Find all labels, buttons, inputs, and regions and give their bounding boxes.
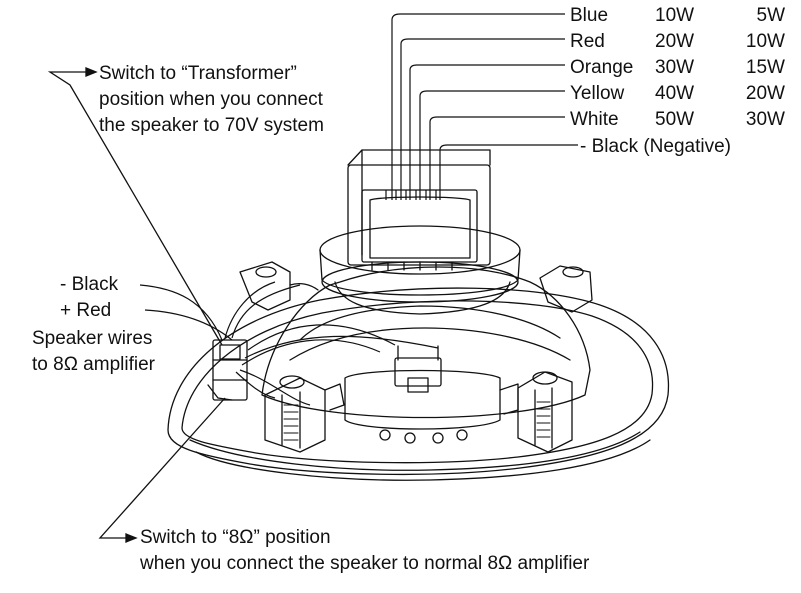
transformer-note-line3: the speaker to 70V system	[99, 115, 324, 136]
pointer-arrows	[47, 67, 226, 543]
wire-color-yellow: Yellow	[570, 83, 625, 104]
speaker-trim-ring	[167, 287, 670, 476]
side-switch	[212, 339, 248, 401]
tap1-blue: 10W	[655, 5, 695, 26]
negative-wire-label: - Black (Negative)	[580, 136, 731, 157]
mount-tab-left	[239, 261, 291, 311]
black-lead-label: - Black	[60, 274, 119, 295]
eight-ohm-note-line1: Switch to “8Ω” position	[140, 527, 331, 548]
mount-tab-right	[539, 265, 593, 313]
tap-wires	[385, 13, 578, 200]
speaker-trim-inner	[181, 300, 654, 464]
eight-ohm-note-line2: when you connect the speaker to normal 8…	[140, 553, 590, 574]
tap2-yellow: 20W	[745, 83, 785, 104]
wire-color-orange: Orange	[570, 57, 634, 78]
wire-color-blue: Blue	[570, 5, 609, 26]
wire-white	[429, 116, 565, 200]
terminal-plate	[344, 369, 501, 430]
wire-red	[400, 38, 565, 200]
mount-clamp-left	[264, 377, 326, 453]
speaker-wires-line1: Speaker wires	[32, 328, 153, 349]
transformer-pointer-line	[47, 71, 223, 346]
tap1-yellow: 40W	[655, 83, 695, 104]
transformer-note-line1: Switch to “Transformer”	[99, 63, 297, 84]
wire-color-red: Red	[570, 31, 605, 52]
transformer-body	[347, 164, 491, 266]
speaker-cone	[261, 266, 591, 419]
tap1-orange: 30W	[655, 57, 695, 78]
speaker-wires-line2: to 8Ω amplifier	[32, 354, 155, 375]
wire-blue	[391, 13, 565, 200]
tap2-white: 30W	[745, 109, 785, 130]
tap1-white: 50W	[655, 109, 695, 130]
tap2-red: 10W	[745, 31, 785, 52]
transformer-note-line2: position when you connect	[99, 89, 323, 110]
tap1-red: 20W	[655, 31, 695, 52]
red-lead-label: + Red	[60, 300, 112, 321]
wire-black	[439, 144, 578, 200]
speaker-leads	[139, 281, 439, 406]
wire-yellow	[419, 90, 565, 200]
tap2-orange: 15W	[745, 57, 785, 78]
wire-color-white: White	[570, 109, 619, 130]
tap2-blue: 5W	[756, 5, 786, 26]
eight-ohm-pointer-line	[98, 397, 226, 539]
wire-orange	[409, 64, 565, 200]
